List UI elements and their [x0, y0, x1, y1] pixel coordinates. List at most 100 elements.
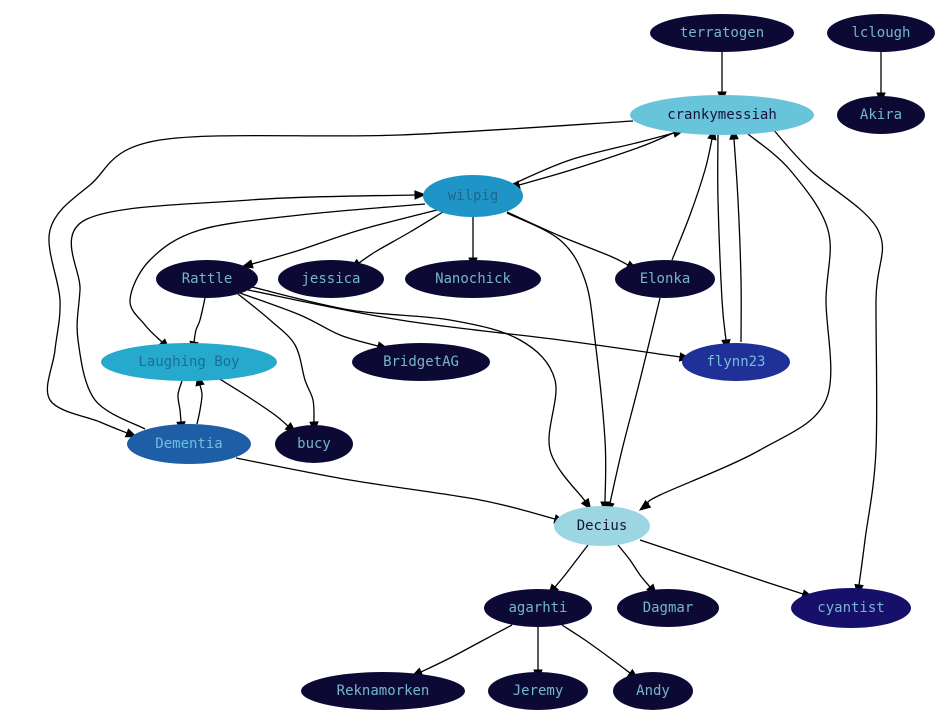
node-decius[interactable]: Decius	[554, 506, 650, 546]
node-label: Elonka	[640, 271, 691, 287]
node-terratogen[interactable]: terratogen	[650, 14, 794, 52]
node-bucy[interactable]: bucy	[275, 425, 353, 463]
node-shape[interactable]	[630, 95, 814, 135]
node-label: Reknamorken	[337, 683, 430, 699]
edge-line	[506, 212, 607, 503]
edge-line	[358, 211, 444, 264]
edge-elonka-to-crankymessiah	[671, 127, 717, 261]
edge-arrowhead	[124, 428, 138, 438]
node-shape[interactable]	[405, 260, 541, 298]
node-akira[interactable]: Akira	[837, 96, 925, 134]
edge-line	[235, 457, 556, 520]
edge-agarhti-to-reknamorken	[410, 624, 513, 677]
edge-agarhti-to-andy	[561, 624, 640, 680]
node-laughing_boy[interactable]: Laughing Boy	[101, 343, 277, 381]
node-shape[interactable]	[650, 14, 794, 52]
edge-line	[554, 544, 589, 588]
node-dagmar[interactable]: Dagmar	[617, 589, 719, 627]
node-shape[interactable]	[275, 425, 353, 463]
edge-dementia-to-wilpig	[70, 190, 427, 430]
edge-line	[193, 297, 206, 343]
node-shape[interactable]	[791, 588, 911, 628]
node-shape[interactable]	[278, 260, 384, 298]
node-label: terratogen	[680, 25, 764, 41]
node-label: flynn23	[706, 354, 765, 370]
node-jeremy[interactable]: Jeremy	[488, 672, 588, 710]
edge-line	[717, 134, 727, 341]
edge-wilpig-to-rattle	[241, 209, 438, 269]
edge-crankymessiah-to-decius	[638, 133, 832, 511]
node-cyantist[interactable]: cyantist	[791, 588, 911, 628]
edge-line	[217, 377, 289, 427]
node-reknamorken[interactable]: Reknamorken	[301, 672, 465, 710]
node-label: BridgetAG	[383, 354, 459, 370]
node-label: cyantist	[817, 600, 884, 616]
edge-line	[239, 292, 379, 347]
edge-dementia-to-laughing_boy	[195, 373, 205, 425]
node-jessica[interactable]: jessica	[278, 260, 384, 298]
edge-line	[251, 286, 586, 502]
node-lclough[interactable]: lclough	[827, 14, 935, 52]
node-shape[interactable]	[156, 260, 258, 298]
edge-line	[506, 211, 629, 266]
edge-line	[237, 293, 315, 423]
node-shape[interactable]	[301, 672, 465, 710]
node-shape[interactable]	[837, 96, 925, 134]
node-label: Akira	[860, 107, 902, 123]
edge-arrowhead	[580, 497, 592, 511]
node-agarhti[interactable]: agarhti	[484, 589, 592, 627]
node-andy[interactable]: Andy	[613, 672, 693, 710]
edge-line	[247, 289, 681, 358]
node-bridgetag[interactable]: BridgetAG	[352, 343, 490, 381]
edge-line	[671, 138, 713, 261]
node-shape[interactable]	[423, 175, 523, 217]
edge-arrowhead	[414, 190, 427, 200]
edge-lclough-to-akira	[876, 52, 886, 105]
edge-dementia-to-decius	[235, 457, 566, 524]
node-wilpig[interactable]: wilpig	[423, 175, 523, 217]
node-shape[interactable]	[127, 424, 251, 464]
node-shape[interactable]	[352, 343, 490, 381]
node-flynn23[interactable]: flynn23	[682, 343, 790, 381]
node-shape[interactable]	[488, 672, 588, 710]
edge-crankymessiah-to-wilpig	[508, 132, 674, 190]
edge-arrowhead	[638, 499, 652, 511]
node-shape[interactable]	[617, 589, 719, 627]
edge-crankymessiah-to-flynn23	[717, 134, 731, 352]
node-rattle[interactable]: Rattle	[156, 260, 258, 298]
node-label: Nanochick	[435, 271, 511, 287]
edge-terratogen-to-crankymessiah	[717, 52, 727, 104]
node-shape[interactable]	[615, 260, 715, 298]
edge-wilpig-to-crankymessiah	[512, 128, 685, 185]
edge-line	[70, 194, 416, 430]
node-shape[interactable]	[484, 589, 592, 627]
edge-rattle-to-bridgetag	[239, 292, 389, 351]
node-dementia[interactable]: Dementia	[127, 424, 251, 464]
node-label: Dementia	[155, 436, 222, 452]
nodes-layer: terratogen lclough crankymessiah Akira wilpi…	[101, 14, 935, 710]
edge-line	[561, 624, 631, 674]
edge-line	[129, 203, 426, 343]
edges-layer	[46, 52, 886, 682]
node-shape[interactable]	[682, 343, 790, 381]
edge-arrowhead	[241, 259, 254, 269]
node-label: jessica	[301, 271, 360, 287]
node-shape[interactable]	[554, 506, 650, 546]
edge-line	[639, 539, 804, 595]
node-label: Laughing Boy	[138, 354, 239, 370]
edge-elonka-to-decius	[605, 297, 661, 515]
edge-laughing_boy-to-bucy	[217, 377, 297, 434]
edge-line	[609, 297, 661, 504]
edge-line	[46, 120, 634, 434]
edge-flynn23-to-crankymessiah	[729, 127, 742, 343]
node-shape[interactable]	[613, 672, 693, 710]
node-label: wilpig	[448, 188, 499, 204]
edge-line	[771, 127, 884, 586]
node-shape[interactable]	[101, 343, 277, 381]
node-crankymessiah[interactable]: crankymessiah	[630, 95, 814, 135]
node-nanochick[interactable]: Nanochick	[405, 260, 541, 298]
node-shape[interactable]	[827, 14, 935, 52]
node-label: Jeremy	[513, 683, 564, 699]
node-elonka[interactable]: Elonka	[615, 260, 715, 298]
